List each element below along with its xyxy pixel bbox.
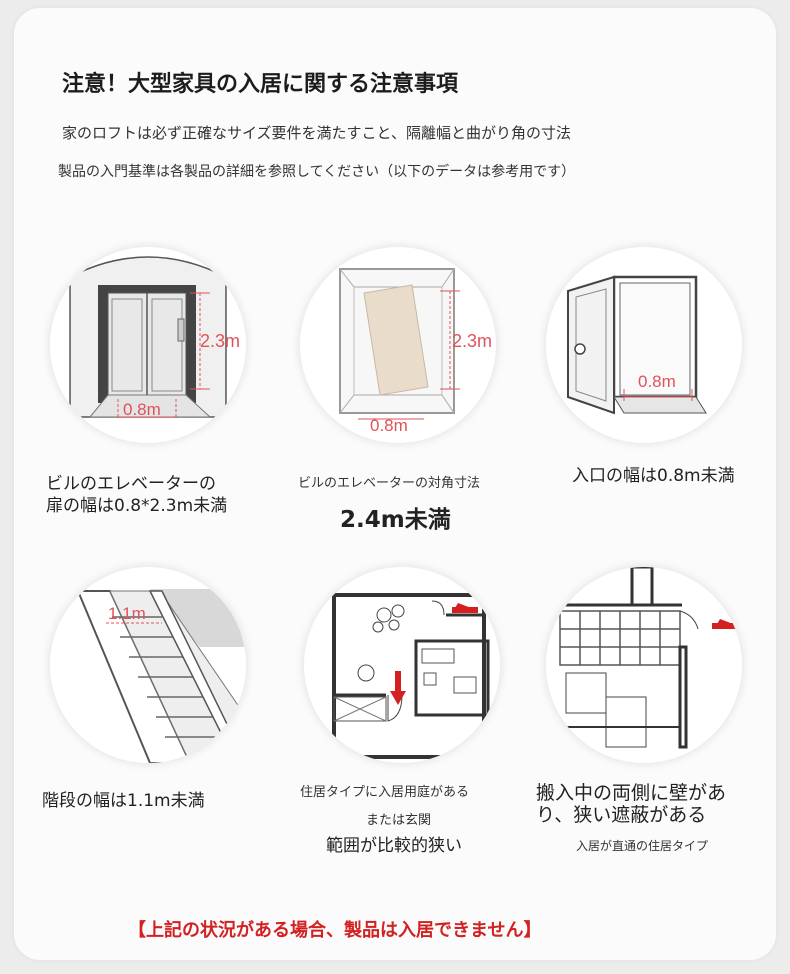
caption-elevator-diagonal-big: 2.4m未満 (340, 507, 451, 533)
dim-width: 1.1m (108, 604, 146, 623)
caption-line: 搬入中の両側に壁があ (536, 782, 727, 804)
caption-line: 範囲が比較的狭い (326, 836, 462, 856)
dim-height: 2.3m (200, 331, 240, 351)
caption-line: 扉の幅は0.8*2.3m未満 (46, 496, 228, 516)
entrance-door-icon: 0.8m (546, 247, 742, 443)
caption-elevator-door: ビルのエレベーターの 扉の幅は0.8*2.3m未満 (46, 473, 227, 517)
dim-width: 0.8m (123, 400, 161, 419)
caption-floor-plan-2: または玄関 (366, 813, 432, 828)
dim-height: 2.3m (452, 331, 492, 351)
caption-staircase: 階段の幅は1.1m未満 (42, 790, 205, 812)
staircase-icon: 1.1m (50, 567, 246, 763)
dim-width: 0.8m (370, 416, 408, 435)
dim-width: 0.8m (638, 372, 676, 391)
caption-line: り、狭い遮蔽がある (536, 804, 707, 826)
notice-line-2: 製品の入門基準は各製品の詳細を参照してください（以下のデータは参考用です） (58, 164, 576, 180)
caption-line: 階段の幅は1.1m未満 (42, 791, 205, 811)
caption-line: 入口の幅は0.8m未満 (572, 466, 735, 486)
caption-line: ビルのエレベーターの (46, 474, 216, 494)
caption-floor-plan-1: 住居タイプに入居用庭がある (300, 785, 470, 800)
caption-entrance: 入口の幅は0.8m未満 (572, 465, 735, 487)
notice-card (14, 8, 776, 960)
floor-plan-icon (304, 567, 500, 763)
notice-line-1: 家のロフトは必ず正確なサイズ要件を満たすこと、隔離幅と曲がり角の寸法 (62, 124, 571, 142)
caption-corridor-3: 入居が直通の住居タイプ (576, 839, 709, 853)
warning-footer: 【上記の状況がある場合、製品は入居できません】 (128, 920, 542, 941)
caption-corridor: 搬入中の両側に壁があ り、狭い遮蔽がある (536, 782, 726, 826)
narrow-corridor-icon (546, 567, 742, 763)
page-title: 注意！大型家具の入居に関する注意事項 (62, 72, 459, 97)
elevator-door-icon: 2.3m 0.8m (50, 247, 246, 443)
caption-floor-plan-3: 範囲が比較的狭い (326, 835, 462, 857)
elevator-diagonal-icon: 2.3m 0.8m (300, 247, 496, 443)
caption-elevator-diagonal-small: ビルのエレベーターの対角寸法 (298, 476, 481, 491)
